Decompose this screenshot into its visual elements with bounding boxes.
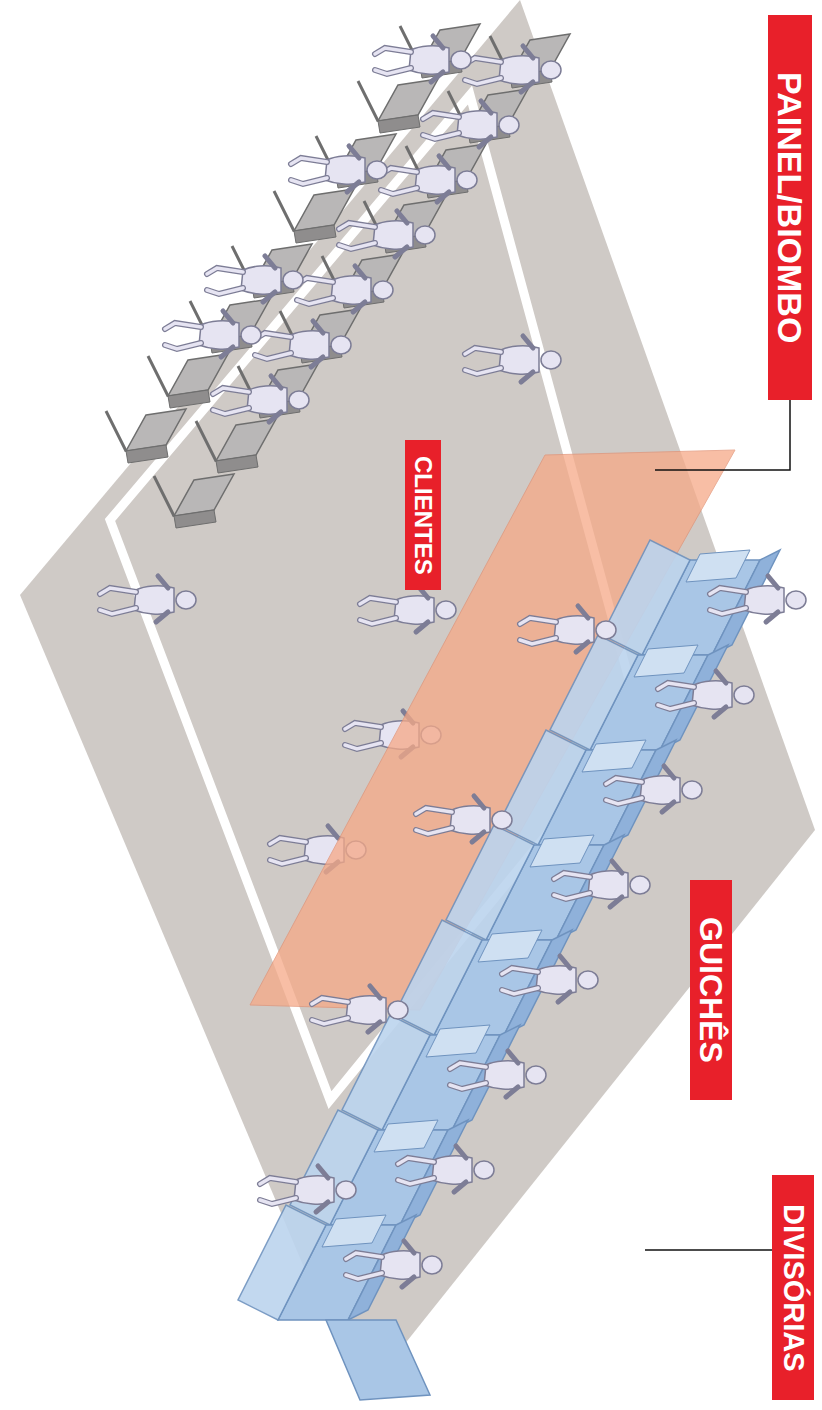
leader-line — [655, 400, 790, 470]
seated-person — [165, 311, 261, 357]
callout-label: GUICHÊS — [690, 880, 732, 1100]
clerk-person — [346, 1241, 442, 1287]
waiting-chair — [106, 409, 186, 463]
seated-person — [213, 376, 309, 422]
client-at-counter — [520, 606, 616, 652]
seated-person — [423, 101, 519, 147]
client-at-counter — [260, 1166, 356, 1212]
seated-person — [375, 36, 471, 82]
divider-panel — [326, 1320, 430, 1400]
seated-person — [297, 266, 393, 312]
label-text: GUICHÊS — [695, 917, 727, 1063]
clerk-person — [606, 766, 702, 812]
floor — [20, 0, 815, 1400]
clerk-person — [658, 671, 754, 717]
callout-label: CLIENTES — [405, 440, 441, 590]
client-at-counter — [416, 796, 512, 842]
clerk-person — [502, 956, 598, 1002]
counters — [238, 540, 806, 1400]
label-text: PAINEL/BIOMBO — [773, 72, 807, 343]
walking-person — [100, 576, 196, 622]
clerk-person — [398, 1146, 494, 1192]
waiting-chair — [154, 474, 234, 528]
leader-line — [645, 1249, 775, 1251]
clerk-person — [554, 861, 650, 907]
seated-person — [207, 256, 303, 302]
seated-person — [255, 321, 351, 367]
clerk-person — [450, 1051, 546, 1097]
seated-person — [339, 211, 435, 257]
callout-label: DIVISÓRIAS — [772, 1175, 814, 1400]
seated-person — [291, 146, 387, 192]
waiting-chair — [358, 79, 438, 133]
panel-screen — [250, 450, 735, 1010]
seated-person — [381, 156, 477, 202]
client-at-counter — [312, 986, 408, 1032]
seated-person — [465, 46, 561, 92]
waiting-chair — [274, 189, 354, 243]
walking-person — [465, 336, 561, 382]
label-text: DIVISÓRIAS — [779, 1204, 808, 1372]
clerk-person — [710, 576, 806, 622]
label-text: CLIENTES — [411, 456, 435, 575]
waiting-chair — [196, 419, 276, 473]
waiting-chair — [148, 354, 228, 408]
callout-label: PAINEL/BIOMBO — [768, 15, 812, 400]
walking-person — [360, 586, 456, 632]
waiting-area — [106, 24, 570, 528]
